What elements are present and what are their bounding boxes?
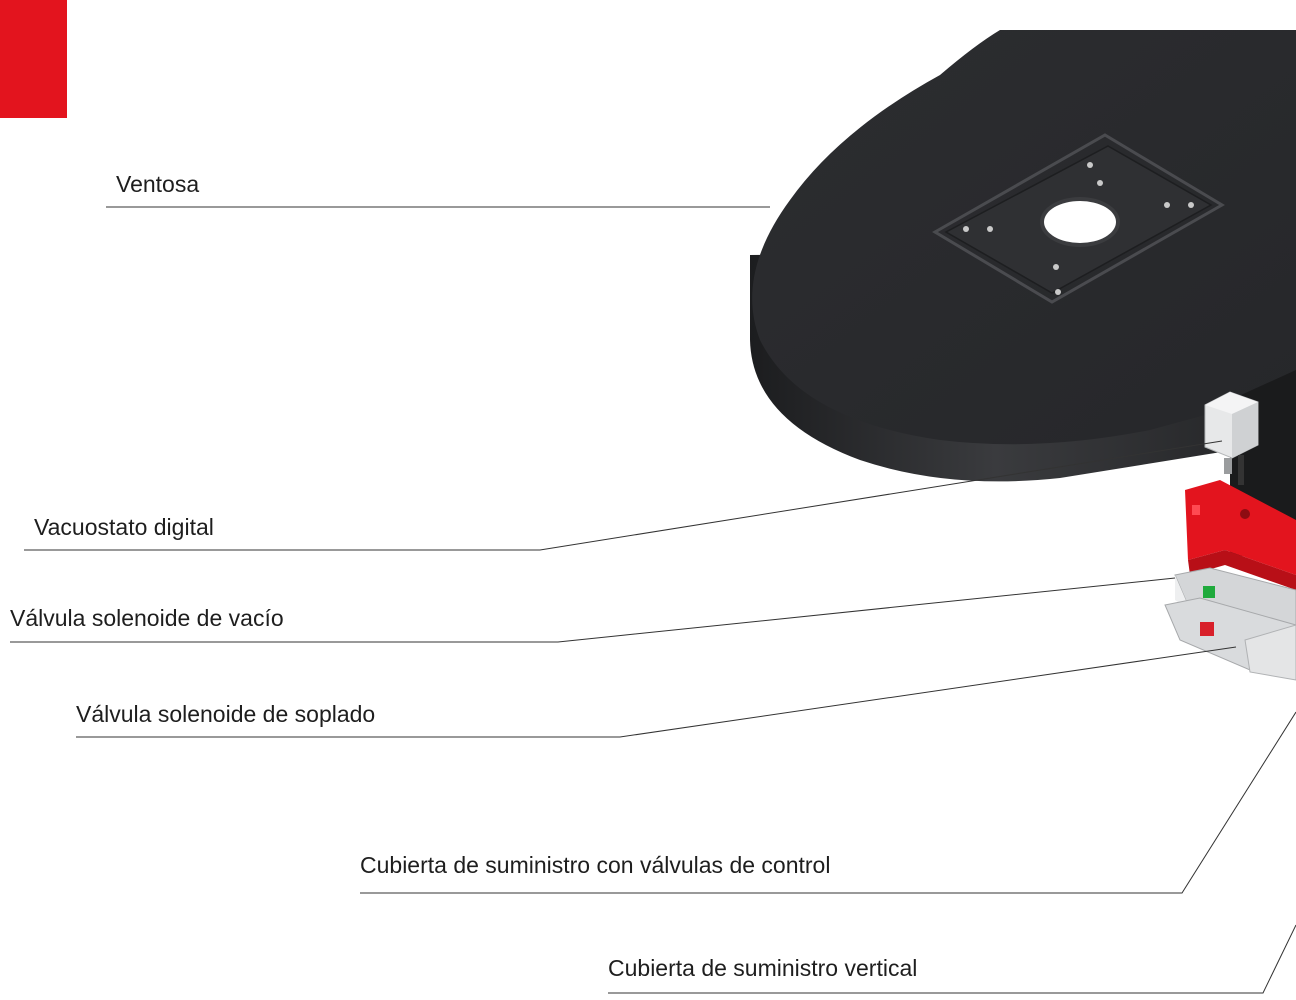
leader-line-vacuum-valve bbox=[10, 577, 1176, 643]
flange-plate bbox=[932, 133, 1225, 304]
leader-line-blow-valve bbox=[76, 646, 1237, 738]
label-vacuum-solenoid-valve: Válvula solenoide de vacío bbox=[10, 605, 284, 631]
label-suction-cup: Ventosa bbox=[116, 171, 200, 197]
label-vertical-supply-cover: Cubierta de suministro vertical bbox=[608, 955, 918, 981]
label-blow-solenoid-valve: Válvula solenoide de soplado bbox=[76, 701, 376, 727]
leader-line-supply-cover-vertical bbox=[608, 924, 1296, 994]
label-vacuum-switch: Vacuostato digital bbox=[34, 514, 214, 540]
label-supply-cover-control-valves: Cubierta de suministro con válvulas de c… bbox=[360, 852, 831, 878]
vertical-supply-cover bbox=[1244, 624, 1296, 681]
leader-line-vacuum-switch bbox=[24, 440, 1223, 551]
flange-holes bbox=[963, 162, 1194, 295]
leader-line-supply-cover-control bbox=[360, 711, 1296, 894]
corner-accent bbox=[0, 0, 67, 118]
red-supply-cover bbox=[1185, 480, 1296, 590]
vacuum-switch-body bbox=[1204, 391, 1259, 485]
